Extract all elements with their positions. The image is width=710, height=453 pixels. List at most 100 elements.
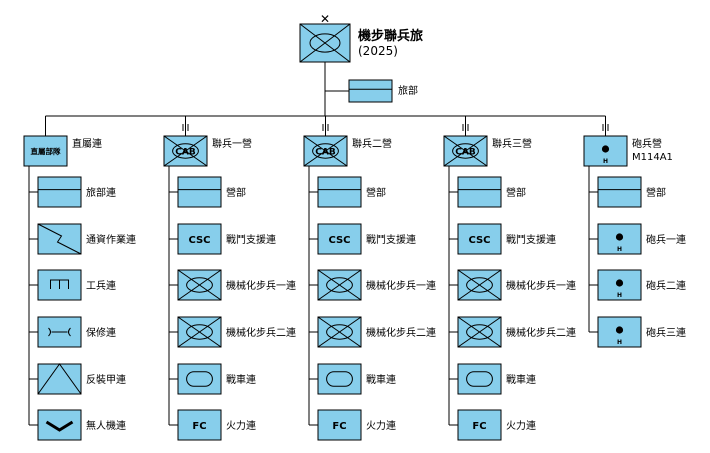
artillery-h: H [617, 292, 622, 299]
unit-label: 火力連 [366, 419, 396, 432]
unit-frame [348, 79, 393, 103]
unit-label: 通資作業連 [86, 233, 136, 246]
armor-track-icon [466, 277, 493, 293]
unit-frame [177, 363, 222, 395]
unit-tank: 戰車連 [449, 363, 536, 395]
unit-frame [457, 363, 502, 395]
fc-code: FC [332, 421, 346, 432]
unit-frame [177, 223, 222, 255]
infantry-cross [163, 135, 208, 167]
unit-label: 營部 [366, 186, 386, 199]
unit-label: 營部 [506, 186, 526, 199]
brigade-hq-label: 旅部 [398, 84, 418, 97]
brigade-year: (2025) [358, 44, 398, 58]
unit-label: 火力連 [226, 419, 256, 432]
unit-mech: 機械化步兵一連 [309, 269, 436, 301]
unit-mech: 機械化步兵二連 [309, 316, 436, 348]
unit-label: 戰車連 [226, 373, 256, 386]
unit-frame [37, 363, 82, 395]
maintenance-icon [48, 327, 51, 337]
infantry-cross [317, 316, 362, 348]
unit-fc: FC 火力連 [169, 409, 256, 441]
tank-track-icon [186, 371, 213, 387]
csc-code: CSC [468, 235, 490, 246]
column-label: 聯兵一營 [212, 137, 252, 150]
unit-frame [317, 223, 362, 255]
unit-label: 機械化步兵二連 [226, 326, 296, 339]
unit-frame [37, 176, 82, 208]
fc-code: FC [472, 421, 486, 432]
maintenance-icon [68, 327, 71, 337]
artillery-dot-icon [615, 279, 624, 287]
unit-hq: 營部 [589, 176, 666, 208]
column-sublabel: M114A1 [632, 152, 673, 163]
unit-label: 砲兵一連 [646, 233, 686, 246]
artillery-h: H [617, 339, 622, 346]
fc-code: FC [192, 421, 206, 432]
armor-track-icon [466, 324, 493, 340]
armor-track-icon [309, 33, 341, 53]
tank-track-icon [466, 371, 493, 387]
unit-signal: 通資作業連 [29, 223, 136, 255]
infantry-cross [457, 269, 502, 301]
brigade-header: ✕機步聯兵旅(2025)旅部 [299, 12, 423, 116]
unit-label: 營部 [226, 186, 246, 199]
armor-track-icon [326, 324, 353, 340]
infantry-cross [457, 316, 502, 348]
unit-label: 砲兵三連 [646, 326, 686, 339]
unit-tank: 戰車連 [169, 363, 256, 395]
unit-label: 機械化步兵二連 [366, 326, 436, 339]
unit-label: 保修連 [86, 326, 116, 339]
unit-uav: 無人機連 [29, 409, 126, 441]
unit-mech: 機械化步兵一連 [449, 269, 576, 301]
column-label: 砲兵營 [632, 137, 662, 150]
cab-code: CAB [455, 148, 476, 158]
unit-artillery: H 砲兵一連 [589, 223, 686, 255]
artillery-dot-icon [601, 145, 610, 153]
signal-bolt-icon [37, 223, 82, 255]
unit-artillery: H 砲兵二連 [589, 269, 686, 301]
artillery-dot-icon [615, 233, 624, 241]
unit-tank: 戰車連 [309, 363, 396, 395]
infantry-cross [303, 135, 348, 167]
artillery-dot-icon [615, 326, 624, 334]
unit-frame [177, 409, 222, 441]
unit-frame [177, 176, 222, 208]
unit-hq: 營部 [169, 176, 246, 208]
unit-frame [457, 223, 502, 255]
infantry-cross [317, 269, 362, 301]
unit-mech: 機械化步兵二連 [449, 316, 576, 348]
unit-label: 無人機連 [86, 419, 126, 432]
anti-armor-icon [37, 363, 82, 395]
unit-mech: 機械化步兵二連 [169, 316, 296, 348]
unit-hq: 營部 [309, 176, 386, 208]
unit-frame [23, 135, 68, 167]
unit-armor: 反裝甲連 [29, 363, 126, 395]
unit-frame [597, 176, 642, 208]
direct-code: 直屬部隊 [31, 146, 61, 156]
unit-label: 戰鬥支援連 [226, 233, 276, 246]
echelon-mark: ✕ [320, 12, 330, 26]
unit-label: 工兵連 [86, 279, 116, 292]
unit-frame [317, 176, 362, 208]
csc-code: CSC [328, 235, 350, 246]
tank-track-icon [326, 371, 353, 387]
column-label: 聯兵二營 [352, 137, 392, 150]
unit-frame [317, 363, 362, 395]
unit-frame [317, 409, 362, 441]
unit-frame [457, 176, 502, 208]
armor-track-icon [186, 324, 213, 340]
unit-label: 砲兵二連 [646, 279, 686, 292]
unit-label: 反裝甲連 [86, 373, 126, 386]
artillery-h: H [617, 246, 622, 253]
unit-engineer: 工兵連 [29, 269, 116, 301]
armor-track-icon [326, 277, 353, 293]
column-label: 直屬連 [72, 137, 102, 150]
